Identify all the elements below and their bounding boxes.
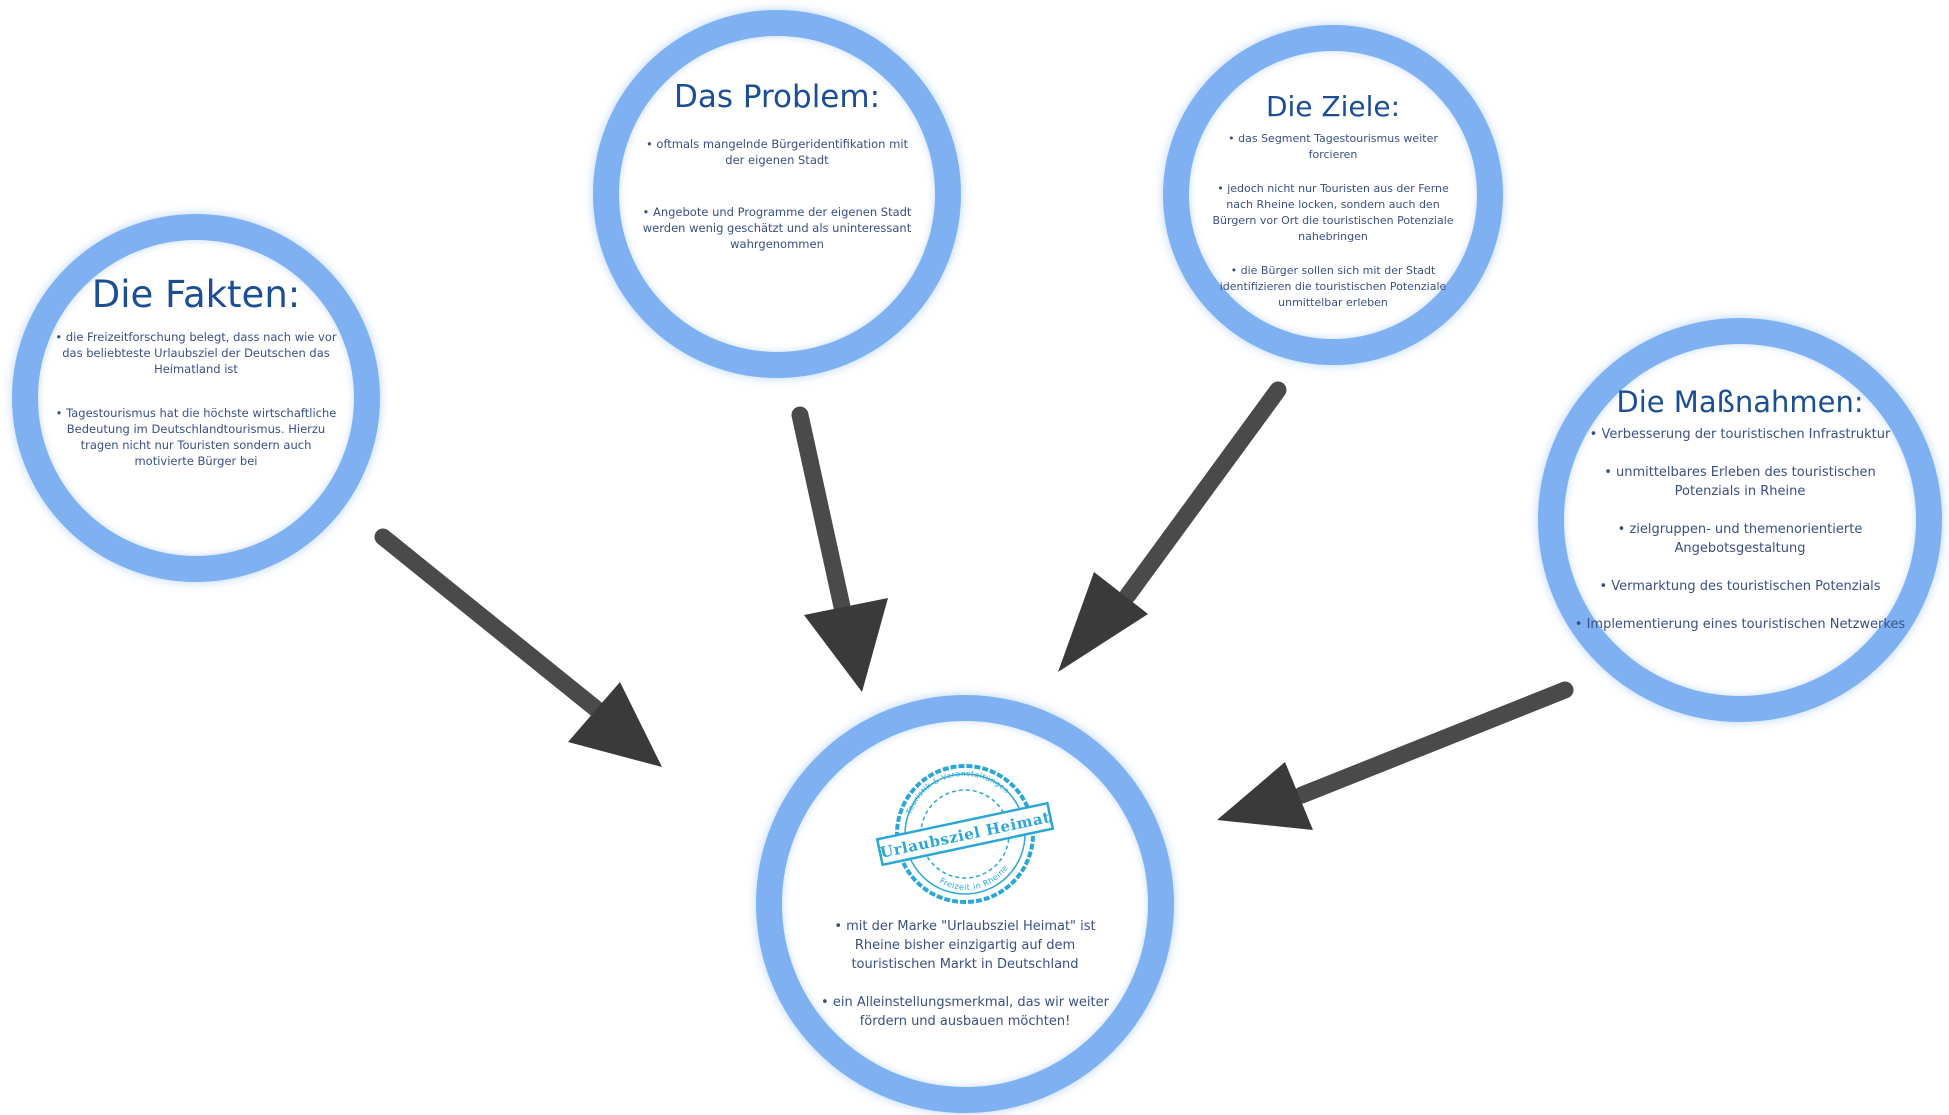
goals-title: Die Ziele: (1265, 90, 1401, 123)
arrow-from-problem (791, 406, 888, 692)
facts-title: Die Fakten: (91, 273, 301, 316)
measures-circle: Die Maßnahmen: • Verbesserung der touris… (1538, 318, 1942, 722)
goals-bullet: • jedoch nicht nur Touristen aus der Fer… (1212, 182, 1454, 244)
facts-bullet: • Tagestourismus hat die höchste wirtsch… (55, 405, 337, 468)
problem-title: Das Problem: (673, 79, 881, 115)
arrow-from-ziele (1058, 381, 1287, 672)
measures-bullet: • Implementierung eines touristischen Ne… (1574, 617, 1906, 633)
measures-list: • Verbesserung der touristischen Infrast… (1572, 425, 1908, 653)
problem-circle: Das Problem: • oftmals mangelnde Bürgeri… (593, 10, 961, 378)
brand-bullet: • mit der Marke "Urlaubsziel Heimat" ist… (834, 919, 1096, 972)
urlaubsziel-heimat-stamp-logo: Touristik & Veranstaltungen Urlaubsziel … (875, 759, 1055, 904)
arrow-from-fakten (374, 528, 662, 767)
brand-list: • mit der Marke "Urlaubsziel Heimat" ist… (812, 917, 1118, 1050)
goals-circle: Die Ziele: • das Segment Tagestourismus … (1163, 25, 1503, 365)
problem-bullet: • oftmals mangelnde Bürgeridentifikation… (645, 136, 909, 167)
goals-list: • das Segment Tagestourismus weiter forc… (1203, 131, 1463, 329)
measures-bullet: • Vermarktung des touristischen Potenzia… (1599, 579, 1881, 595)
measures-bullet: • Verbesserung der touristischen Infrast… (1589, 427, 1891, 443)
arrow-from-massnahmen (1217, 681, 1574, 830)
measures-title: Die Maßnahmen: (1616, 385, 1864, 419)
problem-list: • oftmals mangelnde Bürgeridentifikation… (637, 136, 917, 288)
measures-bullet: • unmittelbares Erleben des touristische… (1604, 465, 1876, 500)
brand-circle: Touristik & Veranstaltungen Urlaubsziel … (756, 695, 1174, 1113)
problem-bullet: • Angebote und Programme der eigenen Sta… (642, 204, 912, 251)
brand-bullet: • ein Alleinstellungsmerkmal, das wir we… (821, 995, 1109, 1029)
facts-list: • die Freizeitforschung belegt, dass nac… (52, 329, 340, 497)
goals-bullet: • die Bürger sollen sich mit der Stadt i… (1219, 264, 1447, 310)
measures-bullet: • zielgruppen- und themenorientierte Ang… (1617, 522, 1863, 557)
goals-bullet: • das Segment Tagestourismus weiter forc… (1228, 132, 1438, 162)
facts-circle: Die Fakten: • die Freizeitforschung bele… (12, 214, 380, 582)
facts-bullet: • die Freizeitforschung belegt, dass nac… (55, 329, 337, 376)
